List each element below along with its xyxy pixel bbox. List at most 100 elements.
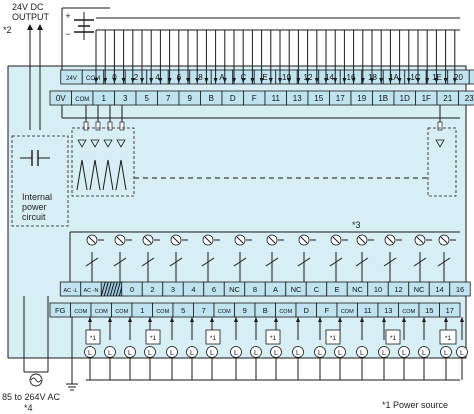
output-terminal-top-label: 3 <box>171 285 175 294</box>
input-arrow <box>425 78 430 83</box>
output-terminal-top-label: 12 <box>394 285 402 294</box>
input-terminal-bottom-label: 1D <box>400 94 410 103</box>
load-label: L <box>318 350 322 357</box>
output-terminal-bottom-label: 1 <box>140 306 144 315</box>
input-terminal-bottom-label: F <box>252 94 257 103</box>
input-arrow <box>241 78 246 83</box>
input-resistor <box>437 121 443 131</box>
dc-output-note: *2 <box>3 25 12 35</box>
load-label: L <box>338 350 342 357</box>
load-label: L <box>360 350 364 357</box>
terminal-hatch <box>103 281 109 297</box>
load-symbol <box>418 346 430 358</box>
input-terminal-top <box>468 69 474 85</box>
relay-contact-switch <box>437 257 451 267</box>
output-terminal-top-label: NC <box>291 285 302 294</box>
input-terminal-top-label: A <box>219 73 225 82</box>
input-arrow <box>342 78 347 83</box>
output-terminal-top-label: 4 <box>191 285 195 294</box>
input-arrow <box>388 78 393 83</box>
load-arrow <box>170 317 174 322</box>
photocoupler-box <box>71 127 135 197</box>
load-arrow <box>360 317 364 322</box>
terminal-hatch <box>112 281 118 297</box>
input-arrow <box>370 78 374 83</box>
output-terminal-bottom-label: 7 <box>202 306 206 315</box>
output-terminal-bottom-label: D <box>304 306 310 315</box>
output-terminal-top-label: 10 <box>374 285 382 294</box>
load-label: L <box>190 350 194 357</box>
input-arrow <box>213 78 218 83</box>
load-symbol <box>206 346 218 358</box>
output-terminal-top-label: AC -N <box>84 288 99 294</box>
input-arrow <box>186 78 190 83</box>
load-label: L <box>444 350 448 357</box>
power-circuit-line3: circuit <box>22 212 46 222</box>
input-terminal-top-label: COM <box>86 76 100 82</box>
output-terminal-bottom-label: COM <box>95 309 108 315</box>
relay-contact-switch <box>355 257 369 267</box>
output-terminal-top-label: 14 <box>435 285 443 294</box>
input-terminal-top-label: 24V <box>66 76 77 82</box>
photocoupler-transistor <box>120 159 127 191</box>
relay-coil-mark <box>386 236 394 244</box>
relay-contact-switch <box>141 257 155 267</box>
input-arrow <box>268 78 273 83</box>
load-arrow <box>148 317 152 322</box>
load-label: L <box>148 350 152 357</box>
output-terminal-bottom-label: 11 <box>364 306 372 315</box>
relay-coil-mark <box>358 236 366 244</box>
input-terminal-top-label: 14 <box>325 73 334 82</box>
output-terminal-top-label: 16 <box>456 285 464 294</box>
load-label: L <box>402 350 406 357</box>
load-symbol <box>230 346 242 358</box>
input-terminal-top-label: 10 <box>282 73 291 82</box>
input-terminal-bottom-label: D <box>230 94 236 103</box>
load-arrow <box>234 317 238 322</box>
power-source-label: *1 <box>210 335 217 342</box>
photocoupler-transistor <box>94 159 101 191</box>
note-3: *3 <box>352 220 361 230</box>
input-arrow <box>232 78 236 83</box>
relay-contact-switch <box>85 257 99 267</box>
load-symbol <box>144 346 156 358</box>
input-arrow <box>167 78 172 83</box>
input-terminal-bottom-label: B <box>209 94 214 103</box>
input-arrow <box>351 78 356 83</box>
power-source-box <box>205 329 221 345</box>
input-arrow <box>204 78 209 83</box>
load-symbol <box>250 346 262 358</box>
input-terminal-top-label: 20 <box>454 73 463 82</box>
relay-contact-switch <box>233 257 247 267</box>
output-terminal-top-label: C <box>314 285 320 294</box>
power-source-box <box>385 329 401 345</box>
input-arrow <box>121 78 126 83</box>
terminal-hatch <box>100 281 106 297</box>
input-arrow <box>333 78 338 83</box>
output-terminal-bottom-label: COM <box>74 309 87 315</box>
footnote: *1 Power source <box>382 400 449 410</box>
terminal-hatch <box>115 281 121 297</box>
input-terminal-bottom <box>458 90 474 106</box>
relay-contact-switch <box>383 257 397 267</box>
input-arrow <box>305 78 310 83</box>
input-terminal-bottom-label: 1 <box>102 94 107 103</box>
relay-contact-switch <box>201 257 215 267</box>
input-arrow <box>149 78 154 83</box>
load-arrow <box>402 317 406 322</box>
input-terminal-top-label: 8 <box>198 73 203 82</box>
input-arrow <box>397 78 402 83</box>
output-terminal-bottom-label: COM <box>115 309 128 315</box>
relay-coil-mark <box>236 236 244 244</box>
power-source-box <box>439 329 457 345</box>
load-label: L <box>422 350 426 357</box>
relay-coil-mark <box>300 236 308 244</box>
input-arrow <box>379 78 384 83</box>
input-arrow <box>195 78 200 83</box>
output-terminal-bottom-label: COM <box>279 309 292 315</box>
load-label: L <box>170 350 174 357</box>
dc-output-line2: OUTPUT <box>12 12 49 22</box>
input-terminal-top-label: 18 <box>368 73 377 82</box>
load-label: L <box>274 350 278 357</box>
input-resistor <box>107 121 113 131</box>
